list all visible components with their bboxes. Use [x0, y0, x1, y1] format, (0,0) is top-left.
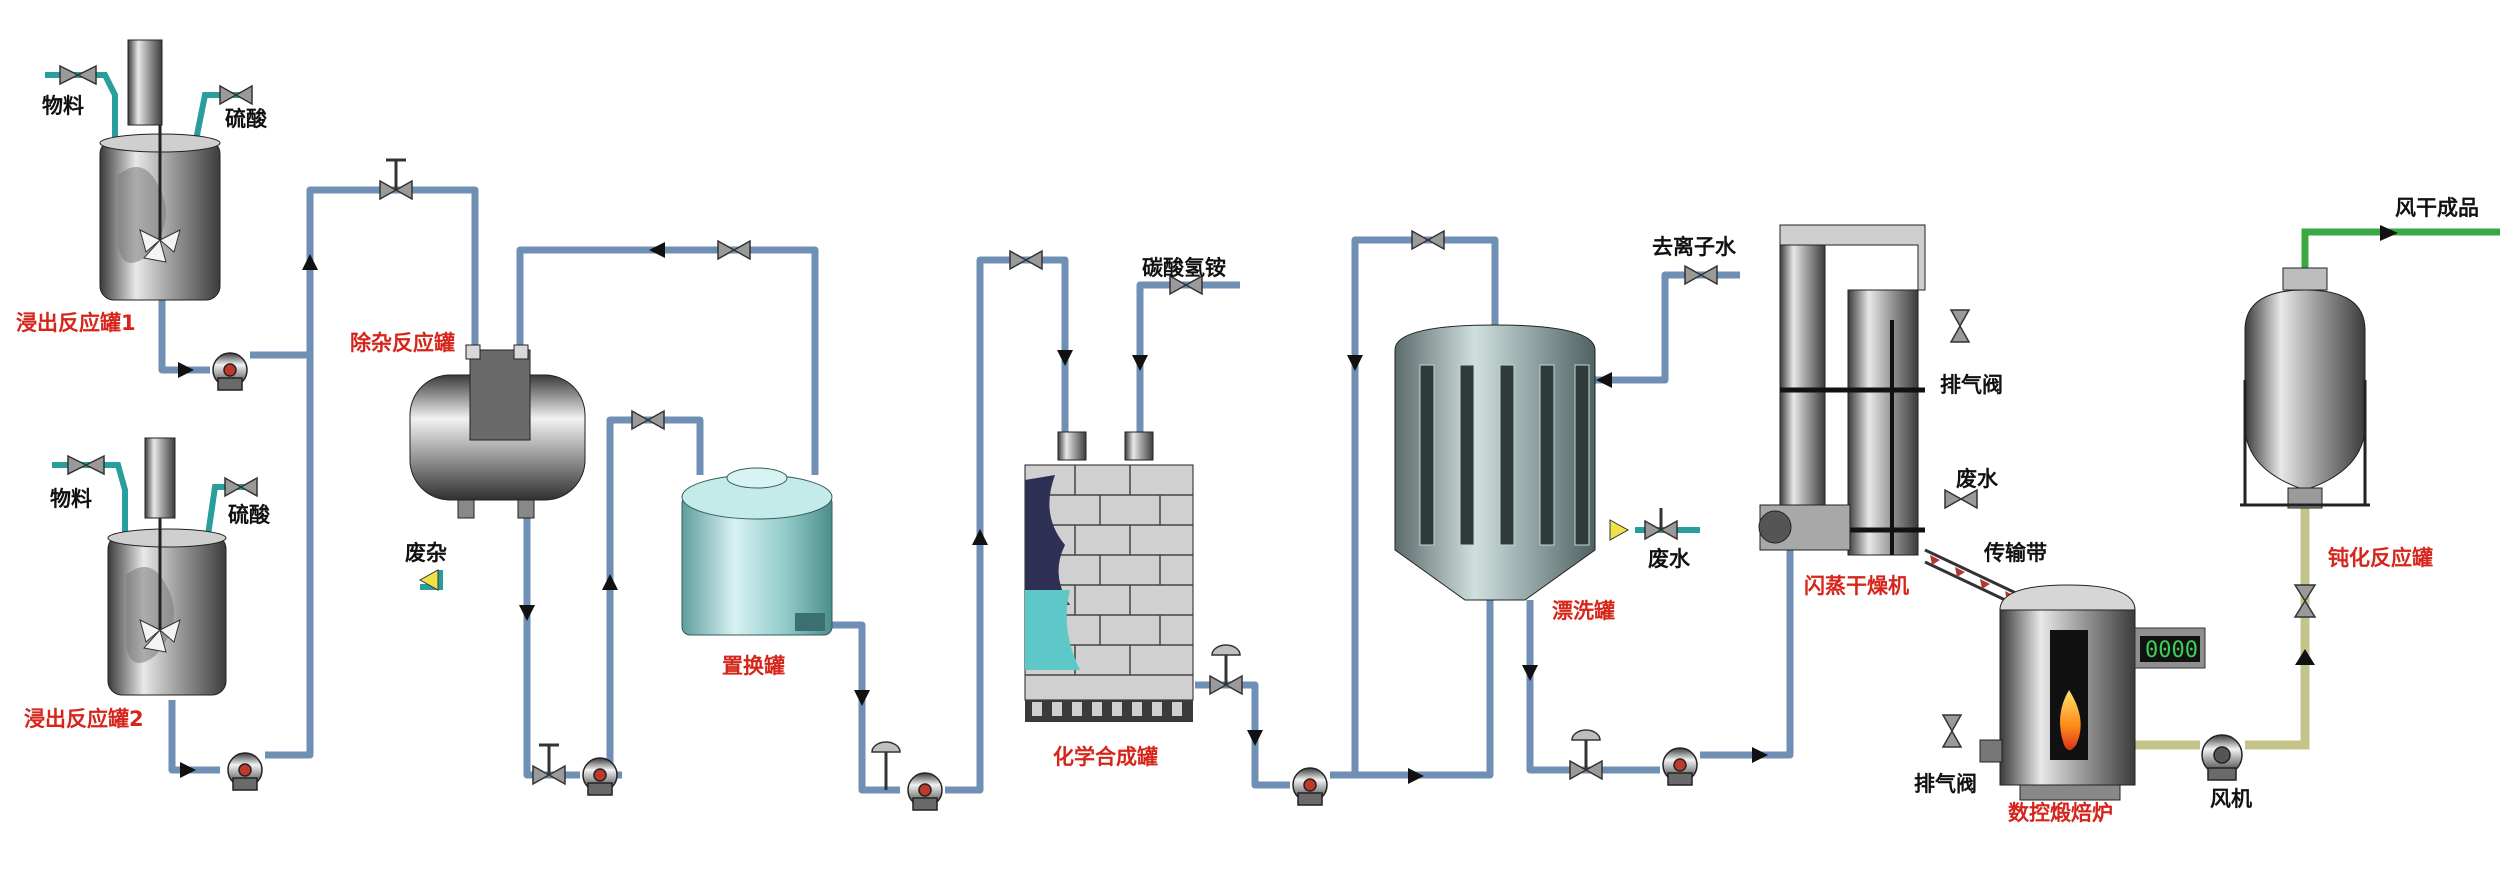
- arrow-10: [1132, 355, 1148, 371]
- valve-rinse-top: [1411, 229, 1445, 251]
- arrow-4: [649, 242, 665, 258]
- valve-replace-in: [631, 409, 665, 431]
- arrow-5: [519, 605, 535, 621]
- pump-4: [907, 772, 943, 811]
- label-rinse-tank: 漂洗罐: [1552, 599, 1615, 623]
- valve-material-1: [59, 64, 97, 86]
- arrow-9: [1057, 350, 1073, 366]
- valves: [59, 64, 2317, 786]
- synthesis-tank: [1024, 431, 1194, 722]
- arrow-8: [972, 529, 988, 545]
- arrow-16: [1752, 747, 1768, 763]
- valve-handles: [386, 158, 1663, 775]
- arrow-3: [302, 254, 318, 270]
- arrow-15: [1522, 665, 1538, 681]
- valve-deionized: [1684, 264, 1718, 286]
- furnace-counter-display: [2140, 636, 2200, 662]
- pump-3: [582, 757, 618, 796]
- label-acid-1: 硫酸: [225, 107, 268, 131]
- passivation-tank: [2240, 267, 2370, 509]
- label-waste-water-2: 废水: [1956, 467, 1999, 491]
- label-vent-valve-1: 排气阀: [1940, 373, 2003, 397]
- furnace-counter-value: 0000: [2145, 638, 2198, 663]
- waste-slag-arrow: [418, 569, 439, 591]
- label-product: 风干成品: [2395, 196, 2479, 220]
- arrow-11: [1247, 730, 1263, 746]
- arrow-18: [2380, 225, 2398, 241]
- valve-waste-dryer: [1944, 488, 1978, 510]
- label-synthesis-tank: 化学合成罐: [1053, 745, 1158, 769]
- leach-tank-1: [99, 39, 221, 301]
- labels: 物料 硫酸 浸出反应罐1 物料 硫酸 浸出反应罐2 除杂反应罐 废杂 置换罐 化…: [16, 94, 2479, 825]
- pump-2: [227, 752, 263, 791]
- label-conveyor: 传输带: [1983, 541, 2047, 565]
- label-vent-valve-2: 排气阀: [1914, 772, 1977, 796]
- label-ammonium: 碳酸氢铵: [1142, 256, 1226, 280]
- label-acid-2: 硫酸: [228, 503, 271, 527]
- valve-acid-1: [219, 84, 253, 106]
- label-purify-tank: 除杂反应罐: [350, 331, 455, 355]
- label-waste-water-1: 废水: [1648, 547, 1691, 571]
- valve-passivation: [2293, 584, 2317, 618]
- label-flash-dryer: 闪蒸干燥机: [1804, 574, 1909, 598]
- arrow-6: [602, 574, 618, 590]
- label-replace-tank: 置换罐: [722, 654, 785, 678]
- label-material-2: 物料: [50, 487, 92, 511]
- label-leach-tank-2: 浸出反应罐2: [24, 707, 144, 731]
- label-waste-slag: 废杂: [405, 541, 447, 565]
- pump-5: [1292, 767, 1328, 806]
- flash-dryer: [1758, 224, 2021, 609]
- label-passivation-tank: 钝化反应罐: [2328, 546, 2433, 570]
- arrow-14: [1596, 372, 1612, 388]
- label-furnace: 数控煅焙炉: [2008, 801, 2113, 825]
- arrow-1: [178, 362, 194, 378]
- actuator-domes: [871, 644, 1601, 790]
- flame-icon: [2060, 690, 2081, 750]
- valve-purify-loop: [717, 239, 751, 261]
- arrow-7: [854, 690, 870, 706]
- valve-material-2: [67, 454, 105, 476]
- valve-synthesis-in: [1009, 249, 1043, 271]
- arrow-17: [2295, 649, 2315, 665]
- blower: [2201, 734, 2243, 781]
- label-deionized-water: 去离子水: [1652, 235, 1737, 259]
- arrow-12: [1408, 768, 1424, 784]
- furnace: [1979, 584, 2206, 801]
- valve-vent-1: [1949, 309, 1971, 343]
- arrow-13: [1347, 355, 1363, 371]
- pump-1: [212, 352, 248, 391]
- arrow-2: [180, 762, 196, 778]
- label-material-1: 物料: [42, 94, 84, 118]
- rinse-waste-arrow: [1609, 519, 1630, 541]
- leach-tank-2: [107, 437, 227, 696]
- pump-6: [1662, 747, 1698, 786]
- valve-vent-2: [1941, 714, 1963, 748]
- valve-acid-2: [224, 476, 258, 498]
- pumps: [212, 352, 2243, 811]
- valve-ammonium: [1169, 274, 1203, 296]
- label-blower: 风机: [2210, 787, 2252, 811]
- replace-tank: [681, 467, 833, 636]
- label-leach-tank-1: 浸出反应罐1: [16, 311, 136, 335]
- rinse-tank: [1394, 324, 1630, 601]
- flow-arrows: [178, 225, 2398, 784]
- purify-tank: [409, 344, 586, 591]
